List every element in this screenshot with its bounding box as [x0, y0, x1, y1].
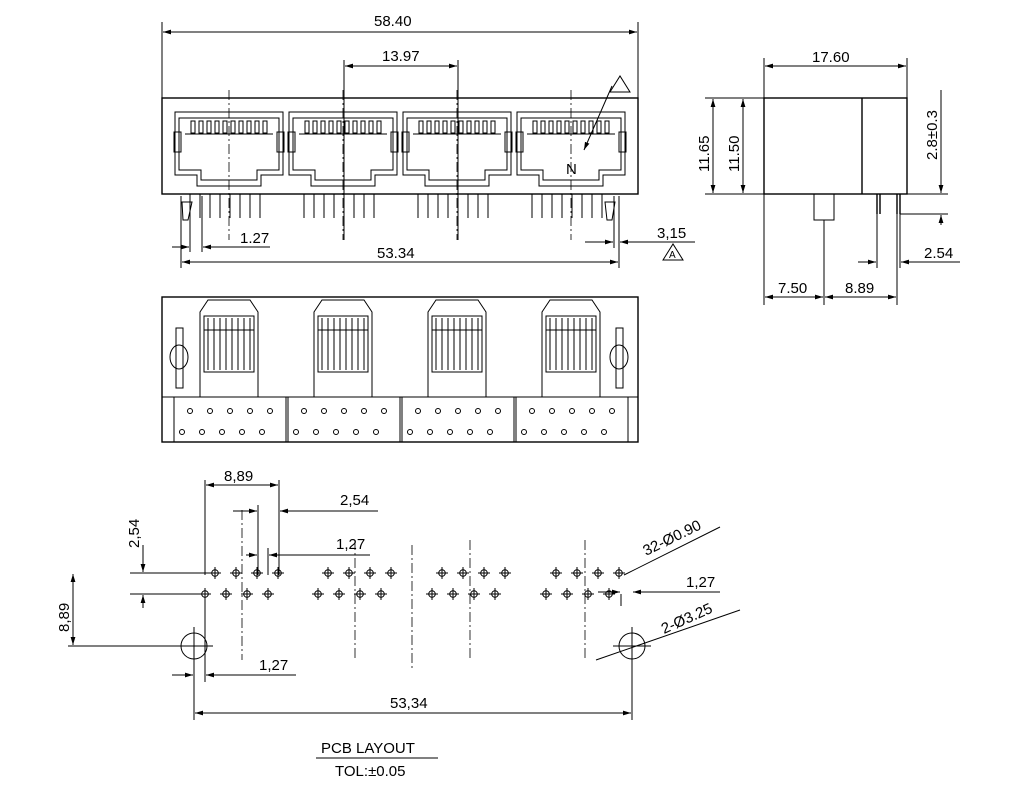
- front-port-2: [287, 90, 399, 240]
- top-pin: [581, 429, 587, 435]
- top-pin: [199, 429, 205, 435]
- overall-width-dim: 58.40: [374, 13, 412, 30]
- top-pin: [207, 408, 213, 414]
- pin1-label: N: [566, 161, 577, 178]
- post-offset-dim: 7.50: [778, 280, 807, 297]
- offset-dim: 3,15: [657, 225, 686, 242]
- top-pin: [247, 408, 253, 414]
- top-pin: [407, 429, 413, 435]
- pcb-post-offset-dim: 1,27: [259, 657, 288, 674]
- pcb-layout: 8,89 2,54 1,27 2,54 8,89 1,27 53,34: [56, 468, 741, 780]
- hole-callout: 32-Ø0.90: [640, 517, 704, 560]
- top-pin: [219, 429, 225, 435]
- top-pin: [239, 429, 245, 435]
- top-port-2: [287, 299, 401, 443]
- post-callout: 2-Ø3.25: [659, 600, 715, 638]
- top-ports: [173, 299, 629, 443]
- top-pin: [361, 408, 367, 414]
- pcb-vertical-span-dim: 8,89: [56, 603, 73, 632]
- top-pin: [227, 408, 233, 414]
- top-pin: [487, 429, 493, 435]
- pcb-pin-pitch-dim: 1,27: [336, 536, 365, 553]
- front-pins: [189, 194, 603, 218]
- pin-pitch-dim: 1.27: [240, 230, 269, 247]
- top-port-1: [173, 299, 287, 443]
- front-port-3: [401, 90, 513, 240]
- top-pin: [521, 429, 527, 435]
- top-pin: [589, 408, 595, 414]
- front-view: 58.40 13.97 1.27 53.34 3,15 A: [161, 13, 695, 268]
- height-body-dim: 11.50: [726, 136, 743, 172]
- top-pin: [373, 429, 379, 435]
- front-ports: [173, 90, 627, 240]
- top-pin: [455, 408, 461, 414]
- top-pin: [529, 408, 535, 414]
- top-pin: [381, 408, 387, 414]
- pcb-row-pitch-dim: 2,54: [340, 492, 369, 509]
- top-pin: [569, 408, 575, 414]
- front-port-1: [173, 90, 285, 240]
- top-pin: [333, 429, 339, 435]
- pcb-right-offset-dim: 1,27: [686, 574, 715, 591]
- top-pin: [549, 408, 555, 414]
- top-pin: [187, 408, 193, 414]
- top-offset-dim: 2.8±0.3: [924, 110, 941, 160]
- top-pin: [475, 408, 481, 414]
- top-pin: [353, 429, 359, 435]
- depth-dim: 17.60: [812, 49, 850, 66]
- pcb-layout-title: PCB LAYOUT: [321, 740, 415, 757]
- pcb-row-span-dim: 8,89: [224, 468, 253, 485]
- port-pitch-dim: 13.97: [382, 48, 420, 65]
- top-port-4: [515, 299, 629, 443]
- pcb-holes: [199, 567, 625, 600]
- pcb-vertical-pitch-dim: 2,54: [126, 519, 143, 548]
- top-pin: [293, 429, 299, 435]
- pin-spacing-dim: 2.54: [924, 245, 953, 262]
- pcb-post-span-dim: 53,34: [390, 695, 428, 712]
- mount-span-dim: 53.34: [377, 245, 415, 262]
- top-pin: [415, 408, 421, 414]
- top-pin: [495, 408, 501, 414]
- tolerance-note: TOL:±0.05: [335, 763, 406, 780]
- top-pin: [435, 408, 441, 414]
- pin-row-offset-dim: 8.89: [845, 280, 874, 297]
- front-port-4: [515, 90, 627, 240]
- top-pin: [341, 408, 347, 414]
- height-total-dim: 11.65: [696, 136, 713, 172]
- top-pin: [179, 429, 185, 435]
- top-view: [161, 296, 639, 443]
- datum-a-symbol: [662, 243, 684, 261]
- top-pin: [313, 429, 319, 435]
- top-pin: [447, 429, 453, 435]
- top-pin: [301, 408, 307, 414]
- top-pin: [427, 429, 433, 435]
- top-port-3: [401, 299, 515, 443]
- top-pin: [609, 408, 615, 414]
- front-housing: [161, 97, 639, 195]
- side-housing: [763, 97, 908, 195]
- top-pin: [561, 429, 567, 435]
- top-pin: [267, 408, 273, 414]
- top-pin: [259, 429, 265, 435]
- datum-a-label: A: [669, 250, 676, 261]
- top-pin: [321, 408, 327, 414]
- top-pin: [541, 429, 547, 435]
- side-post: [813, 193, 835, 221]
- side-view: 17.60 11.65 11.50 2.8±0.3 2.54: [696, 49, 960, 305]
- top-pin: [601, 429, 607, 435]
- top-pin: [467, 429, 473, 435]
